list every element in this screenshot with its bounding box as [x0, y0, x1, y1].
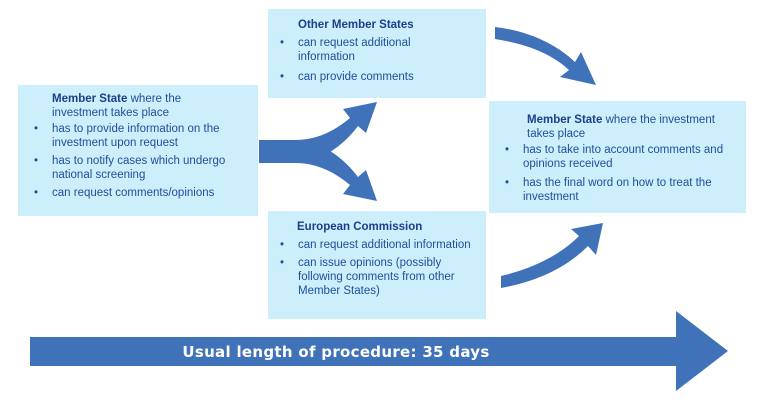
- european-commission-title-bold: European Commission: [297, 221, 423, 233]
- list-item: can issue opinions (possibly following c…: [280, 256, 483, 298]
- split-arrow-down: [259, 140, 377, 201]
- member-state-origin-title-bold: Member State: [52, 93, 128, 105]
- european-commission-box: European Commission can request addition…: [268, 211, 486, 319]
- member-state-decision-title-rest: where the investment takes place: [527, 114, 715, 140]
- member-state-decision-title-bold: Member State: [527, 114, 603, 126]
- arrow-bottom-to-right: [501, 223, 603, 288]
- list-item: can request additional information: [280, 36, 468, 64]
- european-commission-title: European Commission: [280, 220, 486, 234]
- list-item: has to take into account comments and op…: [503, 143, 738, 171]
- member-state-origin-list: has to provide information on the invest…: [32, 122, 258, 200]
- other-member-states-title: Other Member States: [280, 18, 486, 32]
- european-commission-list: can request additional information can i…: [280, 238, 486, 298]
- list-item: has to provide information on the invest…: [32, 122, 252, 150]
- arrow-top-to-right: [495, 27, 596, 85]
- list-item: can request comments/opinions: [32, 186, 252, 200]
- list-item: can provide comments: [280, 70, 468, 84]
- list-item: can request additional information: [280, 238, 483, 252]
- other-member-states-list: can request additional information can p…: [280, 36, 486, 84]
- list-item: has to notify cases which undergo nation…: [32, 154, 252, 182]
- timeline-arrow: [30, 311, 728, 391]
- other-member-states-box: Other Member States can request addition…: [268, 9, 486, 98]
- timeline-label: Usual length of procedure: 35 days: [182, 343, 490, 361]
- member-state-decision-list: has to take into account comments and op…: [503, 143, 746, 204]
- member-state-origin-title: Member State where the investment takes …: [32, 92, 232, 120]
- other-member-states-title-bold: Other Member States: [298, 19, 414, 31]
- member-state-decision-box: Member State where the investment takes …: [489, 101, 746, 213]
- list-item: has the final word on how to treat the i…: [503, 176, 738, 204]
- member-state-origin-title-rest: where the investment takes place: [52, 93, 182, 119]
- member-state-origin-box: Member State where the investment takes …: [18, 85, 258, 216]
- member-state-decision-title: Member State where the investment takes …: [503, 113, 717, 141]
